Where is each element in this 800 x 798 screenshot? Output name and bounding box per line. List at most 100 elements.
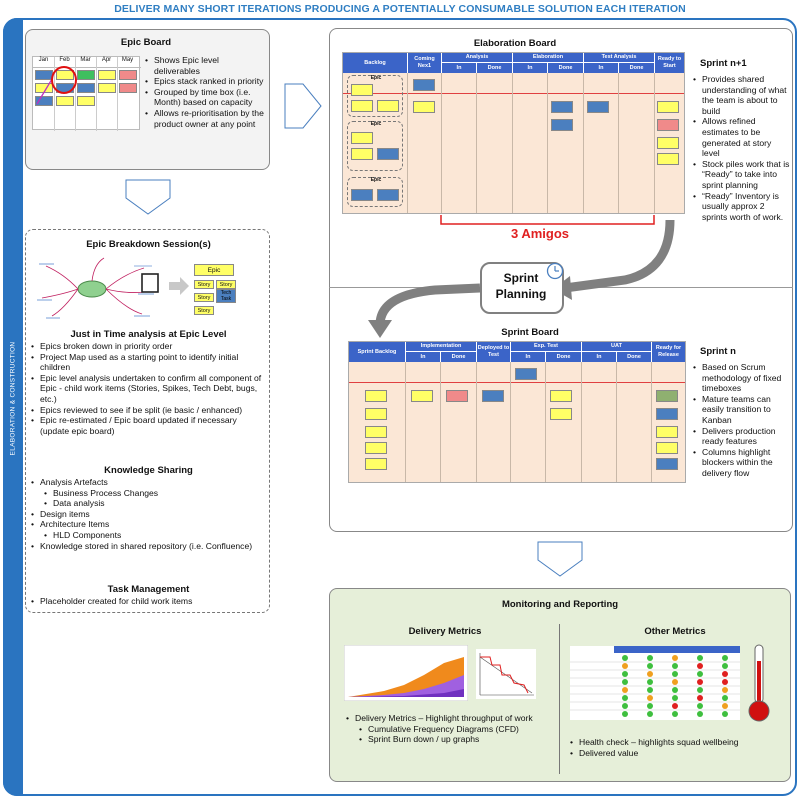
story-card [377,100,399,112]
elaboration-board-title: Elaboration Board [473,38,557,49]
bullet: Epic re-estimated / Epic board updated i… [31,415,267,436]
bullet: Health check – highlights squad wellbein… [570,737,785,748]
bullet: Analysis Artefacts [31,477,267,488]
cfd-chart-icon [344,645,468,701]
task-card [656,408,678,420]
bullet: “Ready” Inventory is usually approx 2 sp… [693,191,791,223]
project-mind-map-icon [34,254,164,324]
story-card [656,426,678,438]
other-metrics-title: Other Metrics [644,626,706,637]
story-card [656,442,678,454]
story-card [657,153,679,165]
task-card [482,390,504,402]
epic-breakdown-panel: Epic Breakdown Session(s) Epic Story Sto… [25,229,270,613]
month-mar: Mar [80,57,91,63]
sub-done: Done [617,352,651,362]
epic-card [56,70,74,80]
flow-arrow-down-icon [537,541,583,577]
sprint-n-title: Sprint n [700,346,736,357]
knowledge-bullets: Analysis Artefacts Business Process Chan… [31,477,267,551]
task-card [413,79,435,91]
epic-label: Epic [370,121,382,127]
task-title: Task Management [107,584,190,595]
sub-in: In [513,63,547,73]
bullet: Delivered value [570,748,785,759]
col-test-analysis: Test Analysis [584,53,654,62]
epic-card [119,83,137,93]
elaboration-board: Backlog Coming Nex1 Analysis Elaboration… [342,52,685,214]
col-ready-to-start: Ready to Start [655,53,684,73]
sub-in: In [584,63,618,73]
month-may: May [121,57,134,63]
epic-card [56,96,74,106]
task-bullets: Placeholder created for child work items [31,596,267,607]
bullet: Knowledge stored in shared repository (i… [31,541,267,552]
sub-in: In [511,352,545,362]
task-card [515,368,537,380]
flow-arrow-down-icon [125,179,171,215]
reprioritise-arrow-icon [36,66,77,105]
sub-done: Done [477,63,512,73]
story-card: Story [216,280,236,289]
bullet: Delivers production ready features [693,426,791,447]
story-card [413,101,435,113]
story-card [365,442,387,454]
monitoring-panel: Monitoring and Reporting Delivery Metric… [329,588,791,782]
bullet: Epics reviewed to see if be split (ie ba… [31,405,267,416]
bullet: Epic level analysis undertaken to confir… [31,373,267,405]
sub-in: In [442,63,476,73]
epic-card [35,96,53,106]
bullet: Design items [31,509,267,520]
other-metrics-bullets: Health check – highlights squad wellbein… [570,737,785,758]
epic-board-panel: Epic Board Jan Feb Mar Apr May [25,29,270,170]
epic-card [77,96,95,106]
task-card [551,101,573,113]
story-card [550,408,572,420]
sub-bullet: Business Process Changes [31,488,267,499]
sprint-n1-bullets: Provides shared understanding of what th… [693,74,791,222]
banner-title: DELIVER MANY SHORT ITERATIONS PRODUCING … [114,3,686,15]
story-card [351,132,373,144]
side-bar [3,18,23,796]
story-card [365,390,387,402]
col-backlog: Backlog [343,53,407,73]
story-card [365,458,387,470]
epic-board-mini-grid: Jan Feb Mar Apr May [32,56,141,131]
sprint-n-bullets: Based on Scrum methodology of fixed time… [693,362,791,479]
col-implementation: Implementation [406,342,476,351]
sub-done: Done [619,63,654,73]
story-card: Story [194,280,214,289]
story-card [411,390,433,402]
bullet: Epics broken down in priority order [31,341,267,352]
sub-bullet: HLD Components [31,530,267,541]
monitoring-title: Monitoring and Reporting [501,599,619,610]
bullet: Columns highlight blockers within the de… [693,447,791,479]
col-sprint-backlog: Sprint Backlog [349,342,405,362]
col-ready-for-release: Ready for Release [652,342,685,362]
three-amigos-bracket-icon [440,215,655,225]
epic-group: Epic [347,121,403,171]
thermometer-icon [748,644,770,722]
sprint-planning-box: Sprint Planning [480,262,564,314]
bullet: Placeholder created for child work items [31,596,267,607]
col-analysis: Analysis [442,53,512,62]
sub-done: Done [546,352,581,362]
epic-card [98,70,116,80]
three-amigos-label: 3 Amigos [510,226,570,241]
sub-bullet: Data analysis [31,498,267,509]
bullet: Project Map used as a starting point to … [31,352,267,373]
sprint-planning-label: Sprint Planning [495,271,547,301]
task-card [656,458,678,470]
epic-card [77,70,95,80]
task-card [377,189,399,201]
epic-card [77,83,95,93]
sub-done: Done [441,352,476,362]
task-card [551,119,573,131]
epic-label: Epic [370,177,382,183]
bullet: Grouped by time box (i.e. Month) based o… [145,87,267,108]
story-card [351,84,373,96]
sub-in: In [406,352,440,362]
month-apr: Apr [101,57,112,63]
bullet: Architecture Items [31,519,267,530]
sub-in: In [582,352,616,362]
